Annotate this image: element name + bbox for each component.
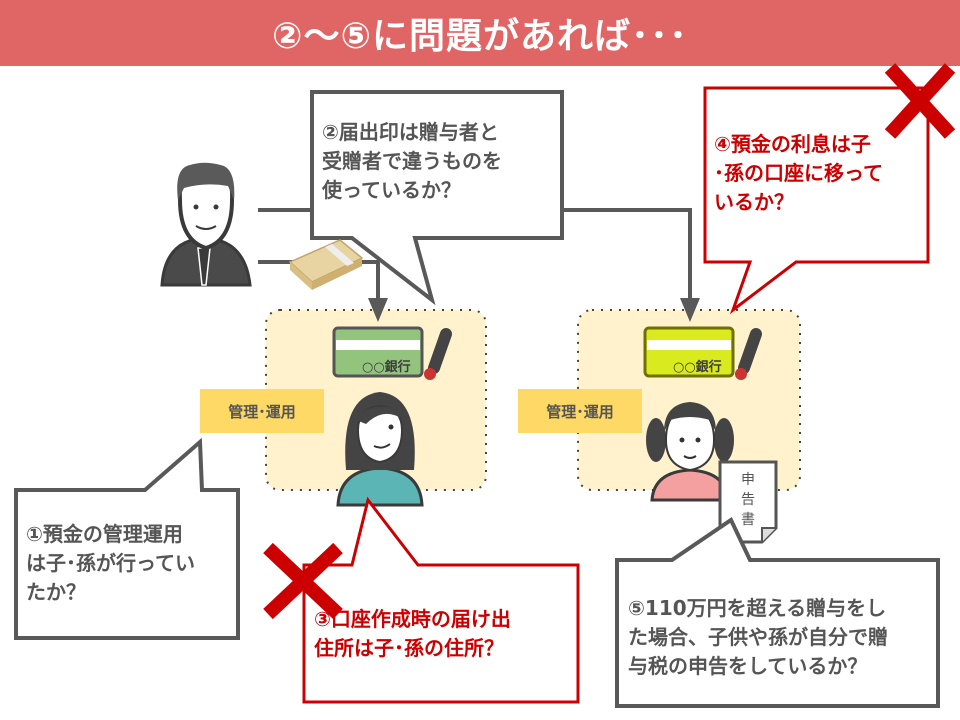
money-bundle-icon <box>288 239 364 290</box>
bubble-q3-line: 住所は子･孫の住所？ <box>314 636 504 660</box>
manage-tag-grandchild-label: 管理･運用 <box>546 402 614 421</box>
red-cross-mark-q3-icon <box>263 542 343 620</box>
bubble-q5-line: 与税の申告をしているか？ <box>628 654 868 678</box>
manage-tag-child-label: 管理･運用 <box>228 402 296 421</box>
manage-tag-child: 管理･運用 <box>200 389 324 433</box>
bank-card-child-icon <box>332 326 424 378</box>
bubble-q2-line: 使っているか？ <box>322 178 461 202</box>
tax-return-label: 申告書 <box>741 472 755 528</box>
bubble-q4-line: ･孫の口座に移って <box>714 161 883 185</box>
bubble-q3-shape <box>302 496 580 704</box>
elderly-man-icon <box>160 162 252 287</box>
red-cross-mark-q4-icon <box>884 63 956 139</box>
bubble-q1-line: たか？ <box>26 580 86 604</box>
girl-icon <box>646 402 734 502</box>
bubble-q5-text: ⑤110万円を超える贈与をし た場合、子供や孫が自分で贈 与税の申告をしているか… <box>628 594 888 681</box>
bubble-q4-line: いるか？ <box>714 190 794 214</box>
bubble-q2-line: ②届出印は贈与者と <box>322 120 499 144</box>
bubble-q4-text: ④預金の利息は子 ･孫の口座に移って いるか？ <box>714 130 883 217</box>
bubble-q1-line: ①預金の管理運用 <box>26 522 183 546</box>
bubble-q3-text: ③口座作成時の届け出 住所は子･孫の住所？ <box>314 605 511 663</box>
arrow-to-child-icon <box>368 298 388 322</box>
bubble-q5-shape <box>615 517 940 708</box>
page-title: ②〜⑤に問題があれば･･･ <box>272 16 688 57</box>
bubble-q5-line: た場合、子供や孫が自分で贈 <box>628 625 888 649</box>
bubble-q1-shape <box>14 437 240 640</box>
header-banner: ②〜⑤に問題があれば･･･ <box>0 0 960 66</box>
bubble-q1-line: は子･孫が行ってい <box>26 551 195 575</box>
bubble-q2-line: 受贈者で違うものを <box>322 149 502 173</box>
woman-icon <box>336 392 424 507</box>
bubble-q1-text: ①預金の管理運用 は子･孫が行ってい たか？ <box>26 520 195 607</box>
bubble-q3-line: ③口座作成時の届け出 <box>314 607 511 631</box>
manage-tag-grandchild: 管理･運用 <box>518 389 642 433</box>
bubble-q2-shape <box>310 90 564 306</box>
bubble-q2-text: ②届出印は贈与者と 受贈者で違うものを 使っているか？ <box>322 118 502 205</box>
bank-label-grandchild: ○○銀行 <box>673 360 722 375</box>
bank-card-grandchild-icon <box>643 326 735 378</box>
bubble-q5-line: ⑤110万円を超える贈与をし <box>628 596 887 620</box>
seal-stamp-child-icon <box>424 328 452 380</box>
bubble-q4-line: ④預金の利息は子 <box>714 132 871 156</box>
seal-stamp-grandchild-icon <box>735 328 762 380</box>
arrow-to-grandchild-icon <box>680 298 700 322</box>
bank-label-child: ○○銀行 <box>362 360 411 375</box>
